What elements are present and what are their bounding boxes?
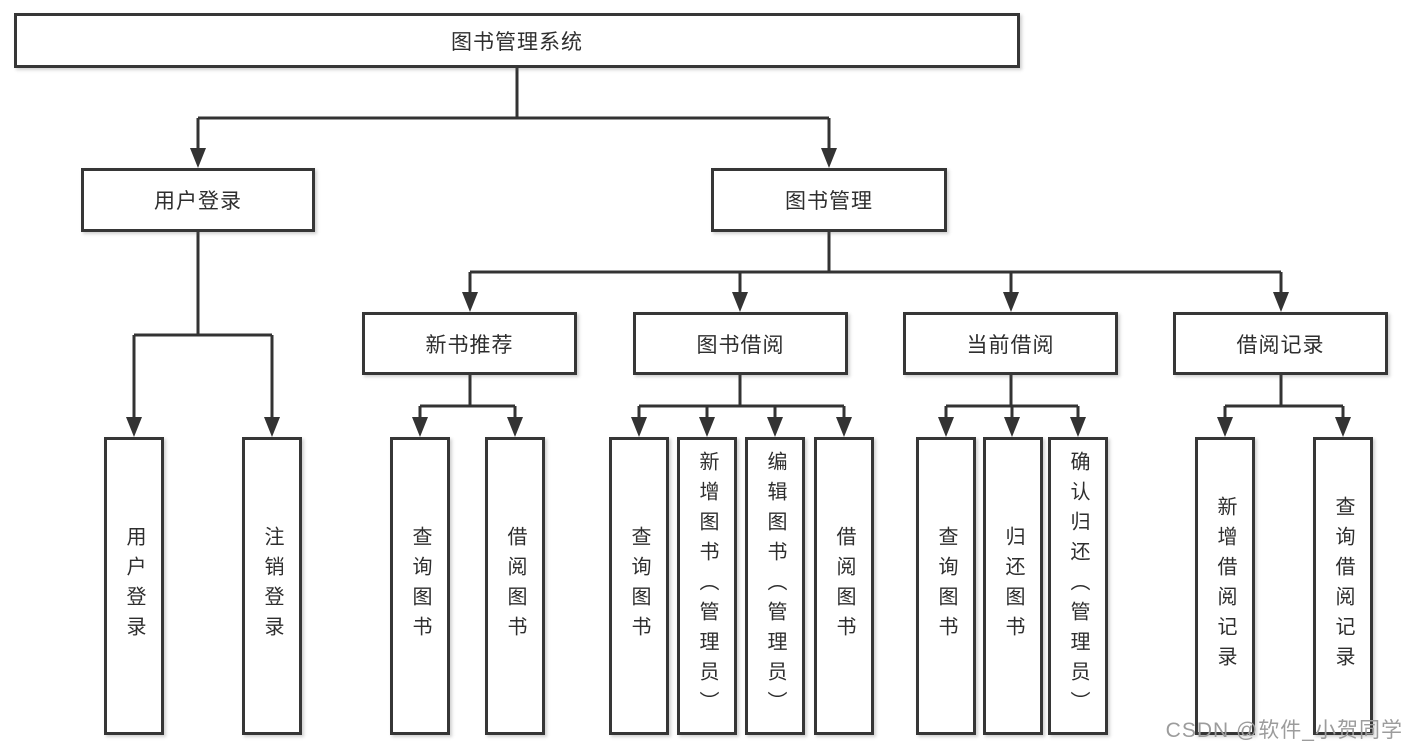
node-label: 编辑图书（管理员） — [764, 451, 786, 721]
connector-book-management-hub — [468, 232, 1283, 297]
node-label: 用户登录 — [123, 526, 145, 646]
node-book-management: 图书管理 — [711, 168, 947, 232]
arrowhead-icon — [732, 292, 748, 312]
connector-user-login-hub — [132, 232, 274, 422]
arrowhead-icon — [1217, 417, 1233, 437]
node-borrowing-records: 借阅记录 — [1173, 312, 1388, 375]
leaf-logout: 注销登录 — [242, 437, 302, 735]
leaf-confirm-return-admin: 确认归还（管理员） — [1048, 437, 1108, 735]
node-label: 用户登录 — [154, 190, 242, 213]
arrowhead-icon — [821, 148, 837, 168]
leaf-return-books: 归还图书 — [983, 437, 1043, 735]
leaf-borrow-books-recommend: 借阅图书 — [485, 437, 545, 735]
connector-borrowing-records-hub — [1223, 375, 1345, 422]
node-label: 新增借阅记录 — [1214, 496, 1236, 676]
connector-book-borrowing-hub — [637, 375, 846, 422]
node-label: 图书管理系统 — [451, 30, 583, 54]
node-label: 当前借阅 — [966, 333, 1055, 357]
leaf-borrow-books-borrowing: 借阅图书 — [814, 437, 874, 735]
node-label: 新书推荐 — [425, 333, 514, 357]
leaf-query-borrow-record: 查询借阅记录 — [1313, 437, 1373, 735]
arrowhead-icon — [1335, 417, 1351, 437]
arrowhead-icon — [699, 417, 715, 437]
node-label: 查询图书 — [935, 526, 957, 646]
node-label: 查询图书 — [409, 526, 431, 646]
leaf-query-books-borrowing: 查询图书 — [609, 437, 669, 735]
node-book-borrowing: 图书借阅 — [633, 312, 848, 375]
node-label: 查询图书 — [628, 526, 650, 646]
node-label: 借阅图书 — [504, 526, 526, 646]
node-user-login: 用户登录 — [81, 168, 315, 232]
arrowhead-icon — [462, 292, 478, 312]
node-label: 借阅图书 — [833, 526, 855, 646]
arrowhead-icon — [836, 417, 852, 437]
leaf-add-borrow-record: 新增借阅记录 — [1195, 437, 1255, 735]
leaf-add-book-admin: 新增图书（管理员） — [677, 437, 737, 735]
connector-new-book-hub — [418, 375, 517, 422]
arrowheads — [126, 148, 1351, 437]
node-label: 查询借阅记录 — [1332, 496, 1354, 676]
node-label: 图书管理 — [785, 190, 873, 213]
connector-root-hub — [196, 68, 831, 153]
node-new-book-recommendation: 新书推荐 — [362, 312, 577, 375]
node-label: 注销登录 — [261, 526, 283, 646]
node-label: 图书借阅 — [696, 333, 785, 357]
arrowhead-icon — [507, 417, 523, 437]
connector-current-borrowing-hub — [944, 375, 1080, 422]
arrowhead-icon — [190, 148, 206, 168]
leaf-edit-book-admin: 编辑图书（管理员） — [745, 437, 805, 735]
arrowhead-icon — [126, 417, 142, 437]
arrowhead-icon — [1070, 417, 1086, 437]
arrowhead-icon — [264, 417, 280, 437]
arrowhead-icon — [631, 417, 647, 437]
arrowhead-icon — [938, 417, 954, 437]
leaf-query-books-recommend: 查询图书 — [390, 437, 450, 735]
node-library-management-system: 图书管理系统 — [14, 13, 1020, 68]
node-label: 归还图书 — [1002, 526, 1024, 646]
arrowhead-icon — [412, 417, 428, 437]
leaf-query-books-current: 查询图书 — [916, 437, 976, 735]
node-label: 确认归还（管理员） — [1067, 451, 1089, 721]
node-current-borrowing: 当前借阅 — [903, 312, 1118, 375]
arrowhead-icon — [1273, 292, 1289, 312]
leaf-user-login: 用户登录 — [104, 437, 164, 735]
arrowhead-icon — [767, 417, 783, 437]
node-label: 新增图书（管理员） — [696, 451, 718, 721]
watermark-csdn: CSDN @软件_小贺同学 — [1165, 719, 1403, 742]
node-label: 借阅记录 — [1236, 333, 1325, 357]
arrowhead-icon — [1003, 292, 1019, 312]
arrowhead-icon — [1004, 417, 1020, 437]
